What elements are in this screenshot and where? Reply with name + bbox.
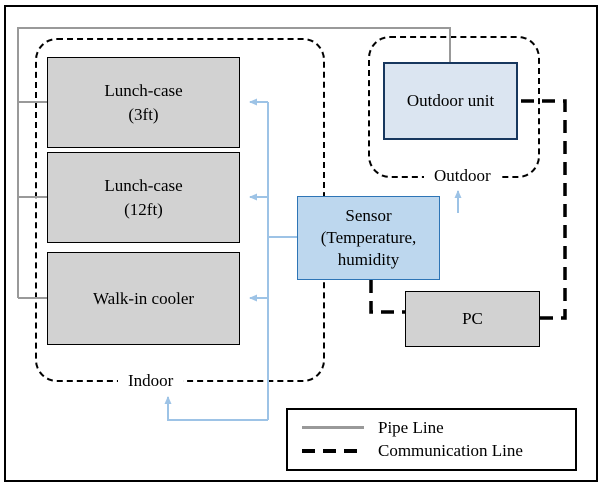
legend-row-communication-line: Communication Line — [302, 441, 575, 461]
sensor-box: Sensor (Temperature, humidity — [297, 196, 440, 280]
lunch-case-12ft-label-line2: (12ft) — [124, 199, 163, 219]
legend-row-pipe-line: Pipe Line — [302, 418, 575, 438]
lunch-case-12ft-label-line1: Lunch-case — [104, 175, 183, 195]
lunch-case-3ft-label-line2: (3ft) — [128, 104, 159, 124]
lunch-case-3ft-label-line1: Lunch-case — [104, 80, 183, 100]
legend: Pipe Line Communication Line — [286, 408, 577, 471]
outdoor-region-label: Outdoor — [424, 166, 501, 186]
pipe-line-sample — [302, 426, 364, 430]
outdoor-unit-box: Outdoor unit — [383, 62, 518, 140]
lunch-case-3ft-box: Lunch-case (3ft) — [47, 57, 240, 148]
sensor-label-line3: humidity — [337, 250, 400, 269]
outer-frame — [4, 5, 598, 482]
indoor-region-label: Indoor — [118, 371, 184, 391]
pc-label: PC — [462, 309, 483, 328]
walk-in-cooler-label: Walk-in cooler — [92, 288, 195, 308]
outdoor-unit-label: Outdoor unit — [406, 91, 495, 110]
communication-line-sample — [302, 449, 364, 454]
sensor-label-line2: (Temperature, — [320, 228, 417, 247]
pipe-line-label: Pipe Line — [378, 417, 444, 437]
lunch-case-12ft-box: Lunch-case (12ft) — [47, 152, 240, 243]
pc-box: PC — [405, 291, 540, 347]
walk-in-cooler-box: Walk-in cooler — [47, 252, 240, 345]
communication-line-label: Communication Line — [378, 441, 523, 461]
sensor-label-line1: Sensor — [345, 206, 392, 225]
